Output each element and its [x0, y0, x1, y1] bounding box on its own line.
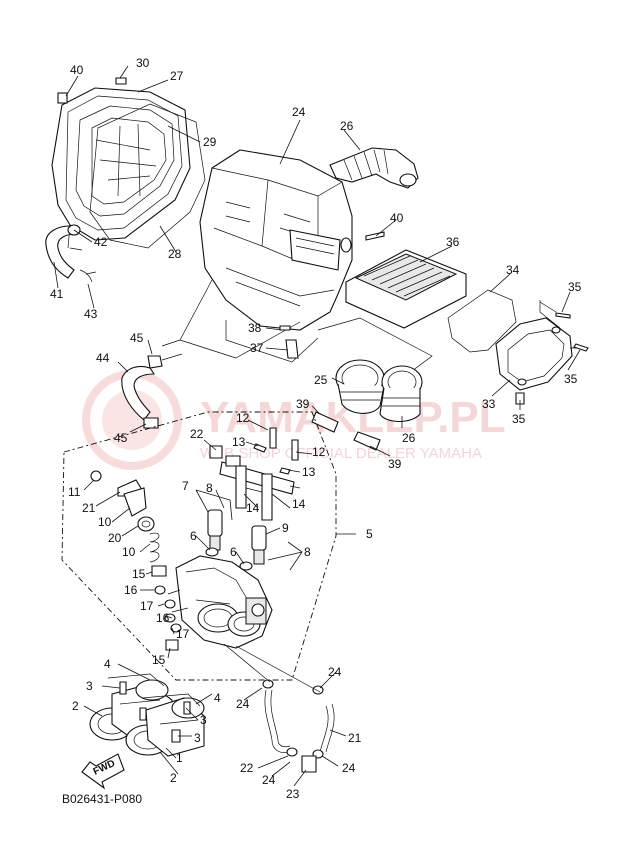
callout-28: 26	[340, 119, 354, 133]
callout-5: 5	[366, 527, 373, 541]
callout-40-top: 40	[70, 63, 84, 77]
callout-22: 22	[240, 761, 254, 775]
callout-numbers: 40 30 27 29 28 42 41 43 24 26 40 36 34 3…	[50, 56, 582, 801]
callout-15-top: 15	[132, 567, 146, 581]
callout-35-top: 35	[568, 280, 582, 294]
callout-45-top: 45	[130, 331, 144, 345]
callout-24-bottom-left: 24	[262, 773, 276, 787]
callout-41: 41	[50, 287, 64, 301]
forward-arrow: FWD	[81, 753, 125, 790]
leader-lines	[53, 65, 581, 787]
air-cleaner-cap-33	[495, 300, 580, 391]
callout-6-right: 6	[230, 545, 237, 559]
callout-7-left: 7	[182, 479, 189, 493]
callout-9: 10	[98, 515, 112, 529]
callout-3-right-a: 3	[200, 713, 207, 727]
diagram-code: B026431-P080	[62, 792, 142, 806]
callout-3-right-b: 3	[194, 731, 201, 745]
callout-4-left: 4	[104, 657, 111, 671]
callout-23: 23	[286, 787, 300, 801]
callout-26: 26	[402, 431, 416, 445]
callout-24-left: 24	[236, 697, 250, 711]
callout-4-right: 4	[214, 691, 221, 705]
callout-18: 20	[108, 531, 122, 545]
callout-8-left: 8	[206, 481, 213, 495]
callout-32: 30	[136, 56, 150, 70]
callout-12-top: 12	[236, 411, 250, 425]
callout-2-left: 2	[72, 699, 79, 713]
callout-24-right: 24	[328, 665, 342, 679]
callout-17-left: 17	[140, 599, 154, 613]
callout-21: 21	[348, 731, 362, 745]
callout-35-bottom: 35	[512, 412, 526, 426]
callout-45-bottom: 45	[114, 431, 128, 445]
hose-28	[329, 147, 419, 189]
callout-13-top: 13	[232, 435, 246, 449]
callout-35-right: 35	[564, 372, 578, 386]
callout-38: 38	[248, 321, 262, 335]
callout-39-right: 39	[388, 457, 402, 471]
callout-1: 1	[176, 751, 183, 765]
air-filter-36	[345, 249, 467, 329]
watermark-tagline: WEB SHOP OFFICIAL DEALER YAMAHA	[200, 445, 482, 462]
callout-10: 10	[122, 545, 136, 559]
callout-15-bottom: 15	[152, 653, 166, 667]
callout-8-right: 9	[282, 521, 289, 535]
callout-33: 33	[482, 397, 496, 411]
callout-20: 22	[190, 427, 204, 441]
callout-12-right: 12	[312, 445, 326, 459]
callout-24-bottom-right: 24	[342, 761, 356, 775]
hose-41-group	[45, 224, 97, 283]
callout-29: 27	[170, 69, 184, 83]
callout-42: 42	[94, 235, 108, 249]
airbox-case-25	[199, 149, 353, 331]
bolt-40-upper	[57, 92, 68, 104]
callout-7-right: 8	[304, 545, 311, 559]
callout-39-left: 39	[296, 397, 310, 411]
callout-36: 36	[446, 235, 460, 249]
callout-14-mid: 14	[246, 501, 260, 515]
callout-6-left: 6	[190, 529, 197, 543]
seal-34	[447, 289, 517, 353]
assembly-boundary-5	[61, 411, 337, 681]
callout-40-mid: 40	[390, 211, 404, 225]
callout-14-right: 14	[292, 497, 306, 511]
callout-3-left: 3	[86, 679, 93, 693]
throttle-body-assembly	[90, 427, 301, 651]
callout-44: 44	[96, 351, 110, 365]
callout-27: 25	[314, 373, 328, 387]
callout-34: 34	[506, 263, 520, 277]
airbox-cover-assembly	[51, 77, 206, 251]
callout-2-bottom: 2	[170, 771, 177, 785]
intake-manifolds	[89, 673, 205, 757]
callout-19: 21	[82, 501, 96, 515]
callout-16-bottom: 16	[156, 611, 170, 625]
hoses-21-22	[223, 643, 335, 773]
callout-13-right: 13	[302, 465, 316, 479]
callout-30: 28	[168, 247, 182, 261]
callout-25: 24	[292, 105, 306, 119]
callout-16-top: 16	[124, 583, 138, 597]
callout-31: 29	[203, 135, 217, 149]
callout-17-bottom: 17	[176, 627, 190, 641]
joint-26-27	[335, 359, 423, 423]
callout-37: 37	[250, 341, 264, 355]
callout-43: 43	[84, 307, 98, 321]
callout-11: 11	[68, 485, 81, 499]
